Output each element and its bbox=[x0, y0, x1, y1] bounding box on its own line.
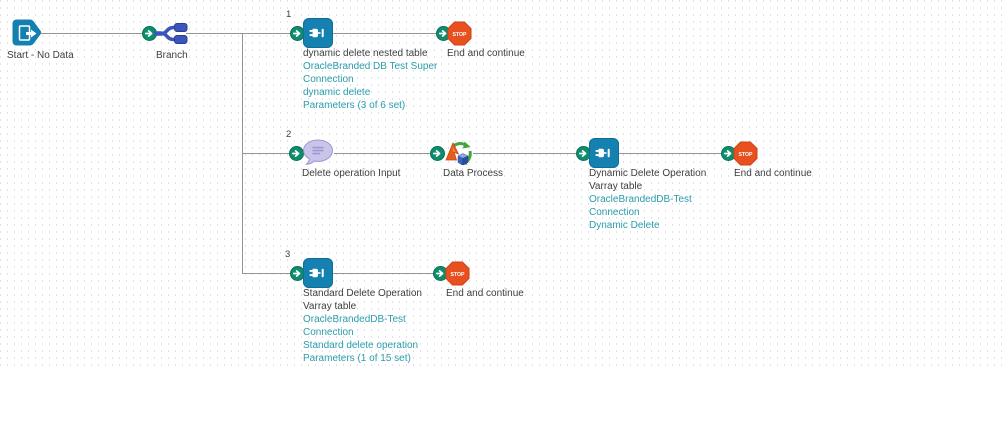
step-title: Delete operation Input bbox=[302, 168, 401, 179]
continue-arrow-icon bbox=[289, 146, 304, 161]
branch-number-1: 1 bbox=[286, 9, 292, 20]
process-canvas[interactable]: Start - No Data Branch 1 bbox=[0, 0, 1004, 366]
line-start-to-branch bbox=[41, 33, 143, 34]
continue-arrow-icon bbox=[721, 146, 736, 161]
step-title: Varray table bbox=[303, 301, 357, 312]
step-title: Standard Delete Operation bbox=[303, 288, 422, 299]
line-step1-to-stop1 bbox=[333, 33, 436, 34]
step-detail: Connection bbox=[303, 327, 354, 338]
step-detail: OracleBrandedDB-Test bbox=[303, 314, 406, 325]
stop-label: End and continue bbox=[734, 168, 812, 179]
branch-number-2: 2 bbox=[286, 129, 292, 140]
line-branch-to-step1 bbox=[186, 33, 290, 34]
data-process-shape-icon[interactable] bbox=[443, 139, 473, 169]
line-branch-to-step3 bbox=[242, 273, 290, 274]
stop-shape-icon[interactable]: STOP bbox=[733, 141, 758, 166]
start-label: Start - No Data bbox=[7, 50, 74, 61]
step-detail: Connection bbox=[589, 207, 640, 218]
step-detail: Dynamic Delete bbox=[589, 220, 660, 231]
line-connector2-to-stop2 bbox=[619, 153, 721, 154]
stop-label: End and continue bbox=[447, 48, 525, 59]
connector-shape-icon[interactable] bbox=[303, 18, 333, 48]
continue-arrow-icon bbox=[290, 26, 305, 41]
start-shape-icon[interactable] bbox=[12, 19, 42, 48]
branch-shape-icon[interactable] bbox=[154, 22, 188, 45]
step-detail: dynamic delete bbox=[303, 87, 371, 98]
branch-number-3: 3 bbox=[285, 249, 291, 260]
step-detail: OracleBrandedDB-Test bbox=[589, 194, 692, 205]
step-title: Varray table bbox=[589, 181, 643, 192]
step-detail: Connection bbox=[303, 74, 354, 85]
line-step3-to-stop3 bbox=[333, 273, 433, 274]
step-detail: Parameters (3 of 6 set) bbox=[303, 100, 406, 111]
step-detail: Standard delete operation bbox=[303, 340, 419, 351]
continue-arrow-icon bbox=[433, 266, 448, 281]
plug-icon bbox=[309, 268, 324, 278]
plug-icon bbox=[309, 28, 324, 38]
step-detail: Parameters (1 of 15 set) bbox=[303, 353, 411, 364]
plug-icon bbox=[595, 148, 610, 158]
stop-shape-icon[interactable]: STOP bbox=[445, 261, 470, 286]
branch-label: Branch bbox=[156, 50, 188, 61]
continue-arrow-icon bbox=[430, 146, 445, 161]
connector-shape-icon[interactable] bbox=[303, 258, 333, 288]
stop-badge-text: STOP bbox=[452, 32, 467, 38]
stop-badge-text: STOP bbox=[450, 272, 465, 278]
line-dataprocess-to-connector2 bbox=[473, 153, 576, 154]
line-message-to-dataprocess bbox=[334, 153, 430, 154]
step-title: dynamic delete nested table bbox=[303, 48, 428, 59]
line-branch-to-step2 bbox=[242, 153, 290, 154]
message-shape-icon[interactable] bbox=[302, 139, 334, 167]
step-title: Data Process bbox=[443, 168, 504, 179]
connector-shape-icon[interactable] bbox=[589, 138, 619, 168]
stop-shape-icon[interactable]: STOP bbox=[447, 21, 472, 46]
stop-label: End and continue bbox=[446, 288, 524, 299]
step-title: Dynamic Delete Operation bbox=[589, 168, 707, 179]
stop-badge-text: STOP bbox=[738, 152, 753, 158]
continue-arrow-icon bbox=[576, 146, 591, 161]
step-detail: OracleBranded DB Test Super bbox=[303, 61, 438, 72]
continue-arrow-icon bbox=[436, 26, 451, 41]
